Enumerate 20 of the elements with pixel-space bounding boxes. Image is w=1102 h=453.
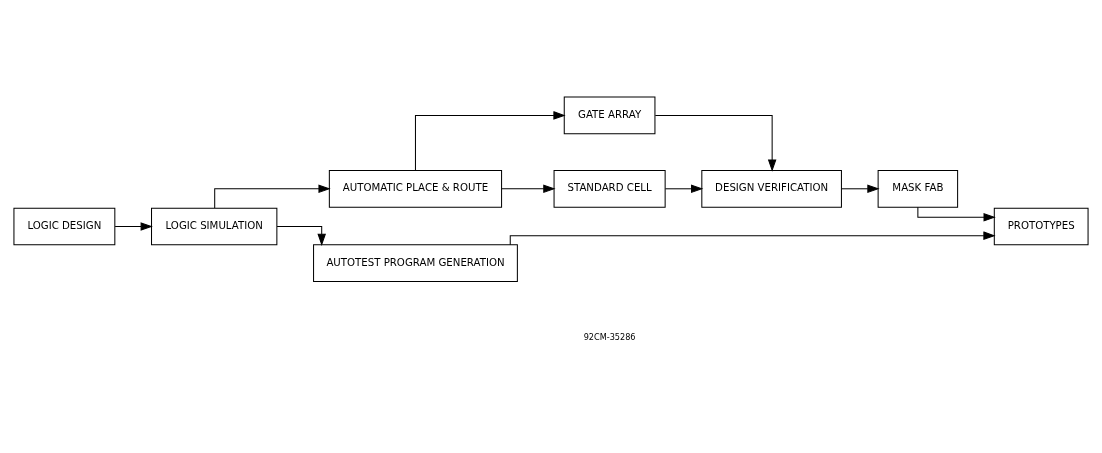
node-box: AUTOTEST PROGRAM GENERATION (313, 244, 518, 283)
node-box: STANDARD CELL (553, 169, 666, 208)
node-box: LOGIC DESIGN (13, 207, 116, 246)
arrow (841, 184, 880, 194)
arrow (214, 184, 331, 209)
node-box: PROTOTYPES (993, 207, 1089, 246)
arrow (664, 184, 704, 194)
node-box: AUTOMATIC PLACE & ROUTE (328, 169, 503, 208)
node-box: DESIGN VERIFICATION (701, 169, 842, 208)
node-box: LOGIC SIMULATION (151, 207, 278, 246)
arrow (276, 226, 326, 246)
node-box: GATE ARRAY (563, 96, 656, 135)
arrow (501, 184, 556, 194)
arrow (509, 231, 996, 246)
label: 92CM-35286 (583, 331, 636, 342)
arrow (114, 222, 153, 231)
arrow (654, 114, 777, 172)
arrow (917, 206, 996, 222)
node-box: MASK FAB (877, 169, 959, 208)
arrow (414, 111, 566, 171)
